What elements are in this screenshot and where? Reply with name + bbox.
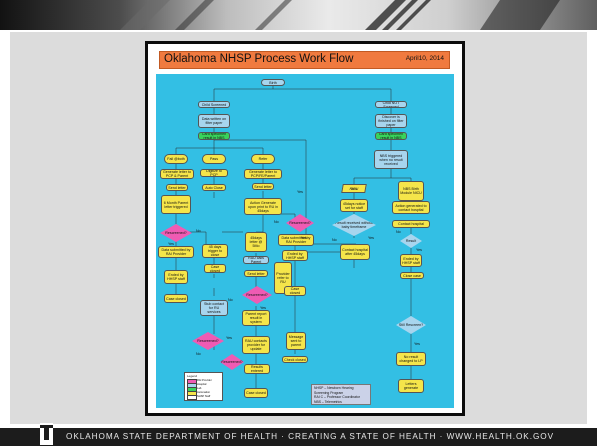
abbreviation-line: Screening Program [314, 390, 344, 395]
node-ended-hhsp-3: Ended by HHSP staff [282, 250, 308, 261]
node-birth: Birth [261, 79, 285, 86]
node-45days-close: 45 days trigger to close [202, 244, 228, 258]
abbreviation-line: RAI C – Professor Coordinator [314, 395, 360, 400]
legend-label: Hospital [197, 383, 207, 386]
node-letter-pcp-parent: Generate letter to PCP & Parent [160, 169, 194, 179]
label-no-2: No [196, 229, 201, 233]
node-data-filter-paper: Data written on filter paper [198, 114, 230, 128]
node-letter-pcp-fe: Generate letter to PCP/FE/Parent [244, 169, 282, 179]
footer-bar: OKLAHOMA STATE DEPARTMENT OF HEALTH · CR… [0, 423, 597, 446]
node-send-letter-3: Send letter [244, 270, 268, 277]
abbreviation-line: NBS – Telemetrics [314, 399, 342, 404]
node-stub-contact: Stub contact for RU services [200, 300, 228, 316]
node-card-to-lab: Card specimen result in NBS [198, 132, 230, 140]
legend-label: NHSP Staff [197, 395, 211, 398]
node-close-case: Close case [400, 272, 424, 279]
node-no-result: No result changed to LP [396, 352, 426, 366]
node-result-q: Result [400, 234, 422, 248]
label-no-3: No [396, 230, 401, 234]
node-contact-after: Contact hospital after 45days [340, 244, 370, 260]
node-45days-letter: 45days letter @ 5Mo [245, 232, 267, 252]
legend: Legend RAI Provider Hospital Lab Automat… [184, 372, 223, 401]
chart-title: Oklahoma NHSP Process Work Flow [164, 53, 354, 65]
abbreviation-line: NHSP – Newborn Hearing [314, 386, 354, 390]
node-action-generated: Action generated to contact hospital [392, 201, 430, 214]
node-6-month: 6 Month Parent letter triggered [161, 195, 191, 214]
node-child-screened: Child Screened [198, 101, 230, 108]
node-auto-close: Auto Close [202, 184, 226, 191]
header-banner [0, 0, 597, 30]
node-rau-contacts: RAU contacts provider for update [242, 336, 270, 354]
node-case-closed-3: Case closed [164, 294, 188, 303]
label-yes-3: Yes [168, 242, 174, 246]
node-fail-both: Fail @both [164, 154, 188, 164]
chart-title-bar: Oklahoma NHSP Process Work Flow April10,… [159, 51, 450, 69]
label-yes-1: Yes [297, 190, 303, 194]
chart-date: April10, 2014 [405, 55, 444, 62]
node-45days-notice: 45days notice set for staff [340, 199, 368, 212]
label-yes-9: Yes [351, 187, 357, 191]
node-child-not-screened: Child NOT Screened [375, 101, 407, 108]
legend-title: Legend [187, 374, 198, 378]
label-no-6: No [196, 352, 201, 356]
node-pass: Pass [202, 154, 226, 164]
node-case-closed-4: Case closed [244, 388, 268, 398]
label-yes-2: Yes [301, 236, 307, 240]
footer-text: OKLAHOMA STATE DEPARTMENT OF HEALTH · CR… [66, 432, 554, 441]
node-rescreened-3: Rescreened? [242, 286, 272, 304]
logo-inner-shape [44, 428, 49, 440]
node-action-generate: Action Generate upon print to RU in 45da… [244, 198, 282, 215]
node-rescreened-5: Rescreened? [220, 354, 244, 370]
logo-cap-shape [40, 425, 53, 428]
label-yes-5: Yes [368, 236, 374, 240]
node-rescreened-4: Rescreened? [192, 332, 224, 350]
node-check-closed: Check closed [282, 356, 308, 363]
node-data-ru-2: Data submitted by RAI Provider [278, 234, 314, 246]
node-nbs-triggered: NBS triggered when no result received [374, 150, 408, 169]
node-ended-hhsp-4: Ended by HHSP staff [400, 254, 422, 267]
label-no-5: No [228, 298, 233, 302]
node-results-entered: Results entered [244, 364, 270, 374]
node-digitize-pcp: Digitize to PCP [200, 169, 228, 177]
label-yes-6: Yes [260, 306, 266, 310]
flow-canvas: Birth Child Screened Child NOT Screened … [156, 74, 454, 408]
node-nbs-mark: NBS Birth Module NICU [398, 181, 424, 201]
health-department-logo [40, 423, 53, 445]
node-rau-calls: RAU calls Parent [243, 256, 269, 264]
legend-item: NHSP Staff [187, 395, 220, 400]
legend-swatch [187, 395, 197, 400]
node-case-closed-1: Case closed [204, 264, 226, 273]
node-parent-report: Parent report result in system [242, 310, 270, 326]
node-contact-hospital: Contact hospital [392, 220, 430, 228]
node-send-letter-1: Send letter [166, 184, 188, 191]
legend-label: Automation [197, 391, 211, 394]
node-data-ru-1: Data submitted by RAI Provider [158, 246, 194, 258]
node-message-sent: Message sent to parent [286, 332, 306, 350]
node-rescreened-2: Rescreened? [160, 224, 192, 242]
label-yes-4: Yes [416, 248, 422, 252]
node-letters-generate: Letters generate [398, 379, 424, 393]
label-yes-7: Yes [226, 336, 232, 340]
node-still-rescreen: Still Rescreen? [396, 316, 426, 334]
legend-label: RAI Provider [197, 379, 212, 382]
abbreviation-box: NHSP – Newborn Hearing Screening Program… [311, 384, 371, 405]
legend-label: Lab [197, 387, 202, 390]
node-refer: Refer [251, 154, 275, 164]
node-ended-hhsp-1: Ended by HHSP staff [164, 270, 188, 284]
node-case-closed-2: Case closed [284, 286, 306, 296]
banner-stripes [120, 0, 560, 30]
workflow-chart: Oklahoma NHSP Process Work Flow April10,… [145, 41, 465, 416]
label-no-4: No [332, 238, 337, 242]
label-yes-8: Yes [414, 342, 420, 346]
node-result-received: Result received without baby timeframe [332, 214, 376, 236]
label-no-1: No [274, 220, 279, 224]
node-card-to-nbs: Card specimen result in NBS [375, 132, 407, 140]
node-send-letter-2: Send letter [252, 183, 274, 190]
node-rescreened-1: Rescreened? [286, 214, 314, 232]
node-discovered-not-screened: Discover is finished on filter paper [375, 114, 407, 128]
